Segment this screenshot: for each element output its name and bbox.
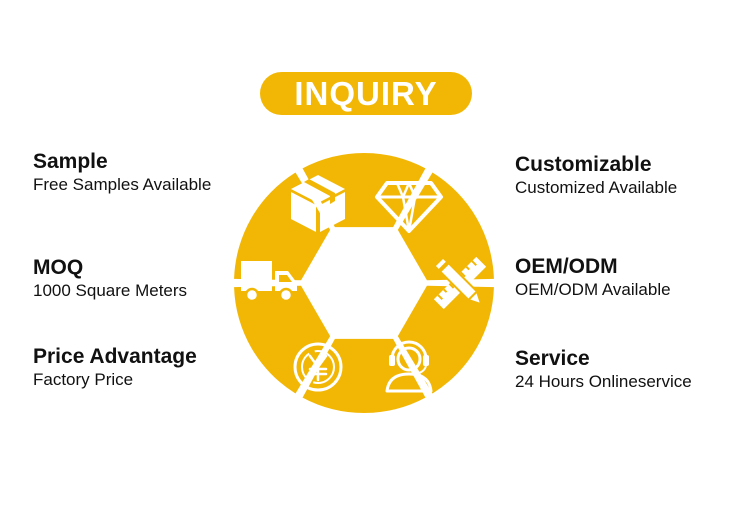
feature-price-advantage: Price Advantage Factory Price <box>33 345 197 391</box>
feature-desc: Factory Price <box>33 370 134 389</box>
feature-title: Price Advantage <box>33 345 197 368</box>
feature-title: Sample <box>33 150 108 173</box>
box-icon <box>291 175 345 232</box>
feature-desc: 24 Hours Onlineservice <box>515 372 692 391</box>
wheel-segment-truck <box>234 172 331 281</box>
wheel-segments <box>234 153 494 413</box>
feature-desc: Free Samples Available <box>33 175 212 194</box>
diamond-icon <box>375 181 443 233</box>
feature-moq: MOQ 1000 Square Meters <box>33 256 187 302</box>
feature-service: Service 24 Hours Onlineservice <box>515 347 692 393</box>
feature-sample: Sample Free Samples Available <box>33 150 211 196</box>
inquiry-title-pill: INQUIRY <box>260 72 472 115</box>
feature-desc: 1000 Square Meters <box>33 281 188 300</box>
feature-desc: OEM/ODM Available <box>515 280 671 299</box>
feature-customizable: Customizable Customized Available <box>515 153 677 199</box>
yen-coin-icon <box>293 342 343 392</box>
feature-title: Customizable <box>515 153 652 176</box>
feature-oem-odm: OEM/ODM OEM/ODM Available <box>515 255 671 301</box>
wheel-segment-yen-coin <box>234 285 331 394</box>
page-title: INQUIRY <box>294 74 438 112</box>
pencil-ruler-icon <box>433 256 487 310</box>
feature-title: Service <box>515 347 590 370</box>
truck-icon <box>241 261 297 303</box>
headset-person-icon <box>385 340 433 393</box>
wheel-segment-pencil-ruler <box>397 285 494 394</box>
wheel-segment-diamond <box>397 172 494 281</box>
feature-desc: Customized Available <box>515 178 678 197</box>
feature-title: MOQ <box>33 256 84 279</box>
feature-title: OEM/ODM <box>515 255 618 278</box>
